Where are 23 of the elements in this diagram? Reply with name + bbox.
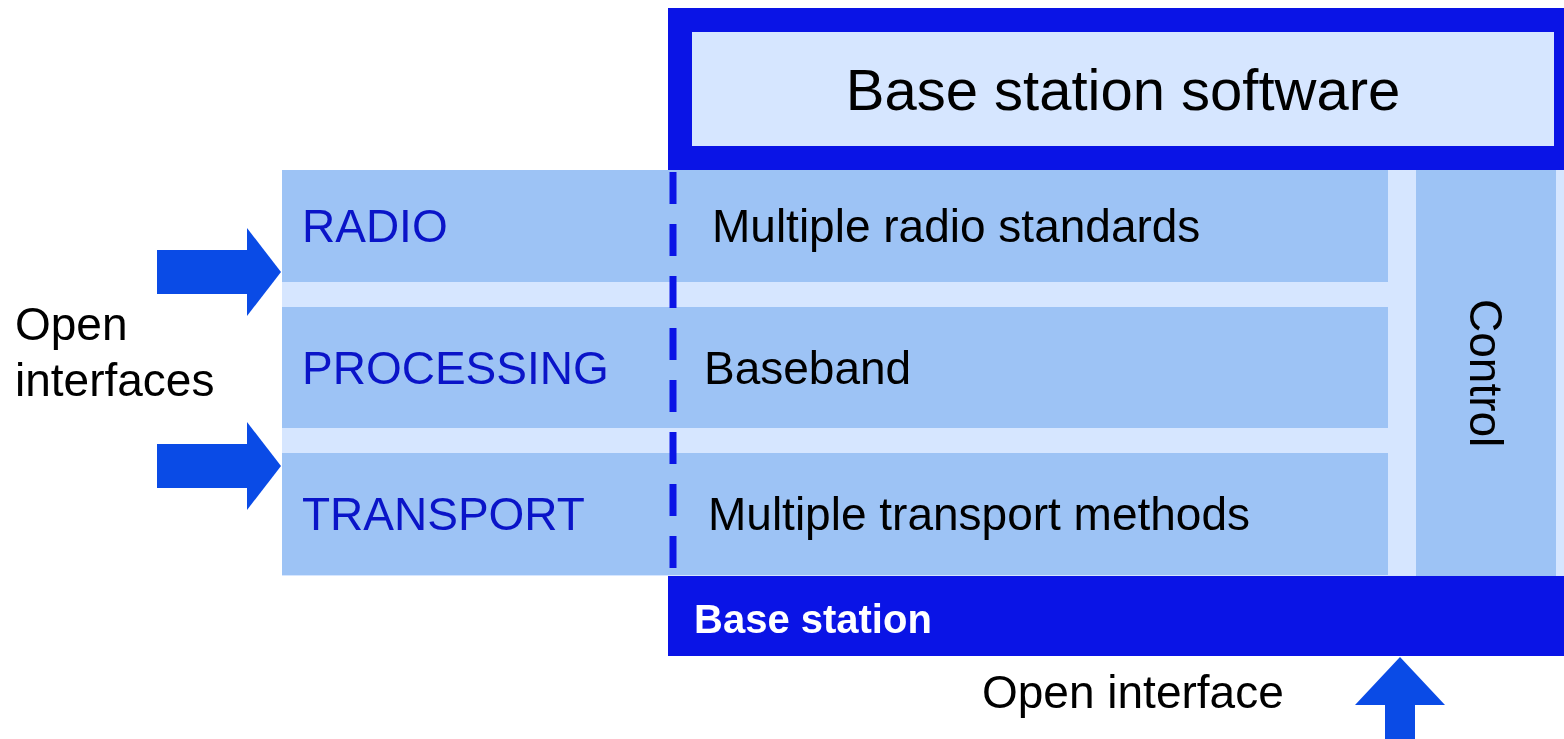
- layer-box: [282, 307, 668, 428]
- layer-label: Baseband: [704, 340, 912, 395]
- block-arrow: [157, 422, 281, 510]
- frame-title: Base station: [694, 596, 932, 642]
- layer-label: PROCESSING: [302, 340, 609, 395]
- layer-label: Multiple radio standards: [712, 199, 1201, 253]
- layer-box: [282, 170, 668, 282]
- software-box: [690, 30, 1556, 148]
- block-arrow: [157, 228, 281, 316]
- layer-box: [668, 307, 1388, 428]
- layer-box: [668, 453, 1388, 575]
- interface-label: Open interfaces: [15, 297, 216, 408]
- interface-label: Open interface: [982, 665, 1284, 720]
- layer-label: Multiple transport methods: [708, 487, 1251, 541]
- layer-label: RADIO: [302, 199, 448, 253]
- layer-label: Base station software: [845, 55, 1401, 123]
- block-arrow: [1355, 657, 1445, 739]
- layer-box: [668, 170, 1388, 282]
- control-box: [1416, 170, 1556, 576]
- vertical-label: Control: [1459, 298, 1513, 448]
- layer-box: [282, 453, 668, 575]
- layer-label: TRANSPORT: [302, 487, 585, 541]
- base-station-frame: [668, 8, 1564, 656]
